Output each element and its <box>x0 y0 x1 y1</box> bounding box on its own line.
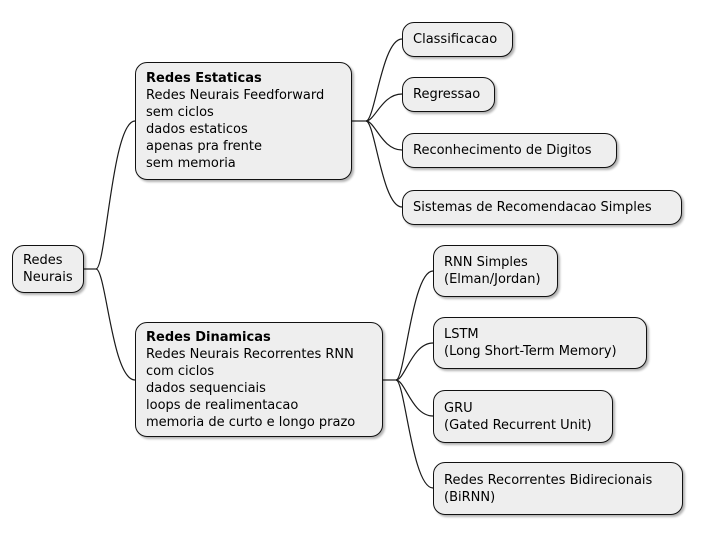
leaf-label: Sistemas de Recomendacao Simples <box>413 200 652 215</box>
branch-detail: Redes Neurais Recorrentes RNN <box>146 346 354 362</box>
leaf-node-reconhecimento-de-digitos: Reconhecimento de Digitos <box>402 133 617 168</box>
branch-title: Redes Dinamicas <box>146 329 271 345</box>
branch-detail: apenas pra frente <box>146 139 262 154</box>
leaf-node-lstm: LSTM (Long Short-Term Memory) <box>433 317 647 369</box>
connector-estaticas-classificacao <box>365 38 403 122</box>
branch-detail: com ciclos <box>146 363 215 379</box>
branch-detail: Redes Neurais Feedforward <box>146 88 325 103</box>
branch-node-redes-estaticas: Redes Estaticas Redes Neurais Feedforwar… <box>135 62 352 180</box>
branch-detail: dados sequenciais <box>146 380 266 396</box>
leaf-label: Reconhecimento de Digitos <box>413 143 592 158</box>
leaf-node-birnn: Redes Recorrentes Bidirecionais (BiRNN) <box>433 462 683 515</box>
leaf-label: Regressao <box>413 87 481 102</box>
branch-node-redes-dinamicas: Redes Dinamicas Redes Neurais Recorrente… <box>135 322 383 437</box>
connector-estaticas-reconhecimento <box>365 120 403 151</box>
connector-root-dinamicas <box>95 268 136 381</box>
leaf-label: RNN Simples <box>444 255 528 270</box>
leaf-label: GRU <box>444 400 473 416</box>
connector-dinamicas-gru <box>395 379 434 417</box>
root-node-redes-neurais: Redes Neurais <box>12 245 84 293</box>
connector-estaticas-regressao <box>365 93 403 122</box>
branch-detail: sem ciclos <box>146 105 214 120</box>
connector-dinamicas-birnn <box>395 379 434 489</box>
branch-detail: sem memoria <box>146 156 236 171</box>
leaf-label: Classificacao <box>413 32 498 47</box>
leaf-node-sistemas-de-recomendacao: Sistemas de Recomendacao Simples <box>402 190 682 225</box>
leaf-sublabel: (Gated Recurrent Unit) <box>444 417 592 433</box>
leaf-sublabel: (BiRNN) <box>444 489 496 505</box>
leaf-sublabel: (Elman/Jordan) <box>444 272 541 287</box>
branch-detail: dados estaticos <box>146 122 248 137</box>
leaf-label: Redes Recorrentes Bidirecionais <box>444 472 653 488</box>
leaf-node-regressao: Regressao <box>402 77 495 112</box>
leaf-sublabel: (Long Short-Term Memory) <box>444 344 617 359</box>
branch-detail: memoria de curto e longo prazo <box>146 414 356 430</box>
connector-root-estaticas <box>95 120 136 270</box>
connector-dinamicas-lstm <box>395 342 434 381</box>
connector-dinamicas-rnn <box>395 270 434 381</box>
leaf-node-gru: GRU (Gated Recurrent Unit) <box>433 390 613 443</box>
leaf-node-rnn-simples: RNN Simples (Elman/Jordan) <box>433 245 558 297</box>
branch-detail: loops de realimentacao <box>146 397 299 413</box>
branch-title: Redes Estaticas <box>146 71 262 86</box>
connector-estaticas-sistemas <box>365 120 403 208</box>
root-node-label-line: Redes <box>23 253 63 268</box>
leaf-label: LSTM <box>444 327 479 342</box>
root-node-label-line: Neurais <box>23 270 73 285</box>
leaf-node-classificacao: Classificacao <box>402 22 513 57</box>
